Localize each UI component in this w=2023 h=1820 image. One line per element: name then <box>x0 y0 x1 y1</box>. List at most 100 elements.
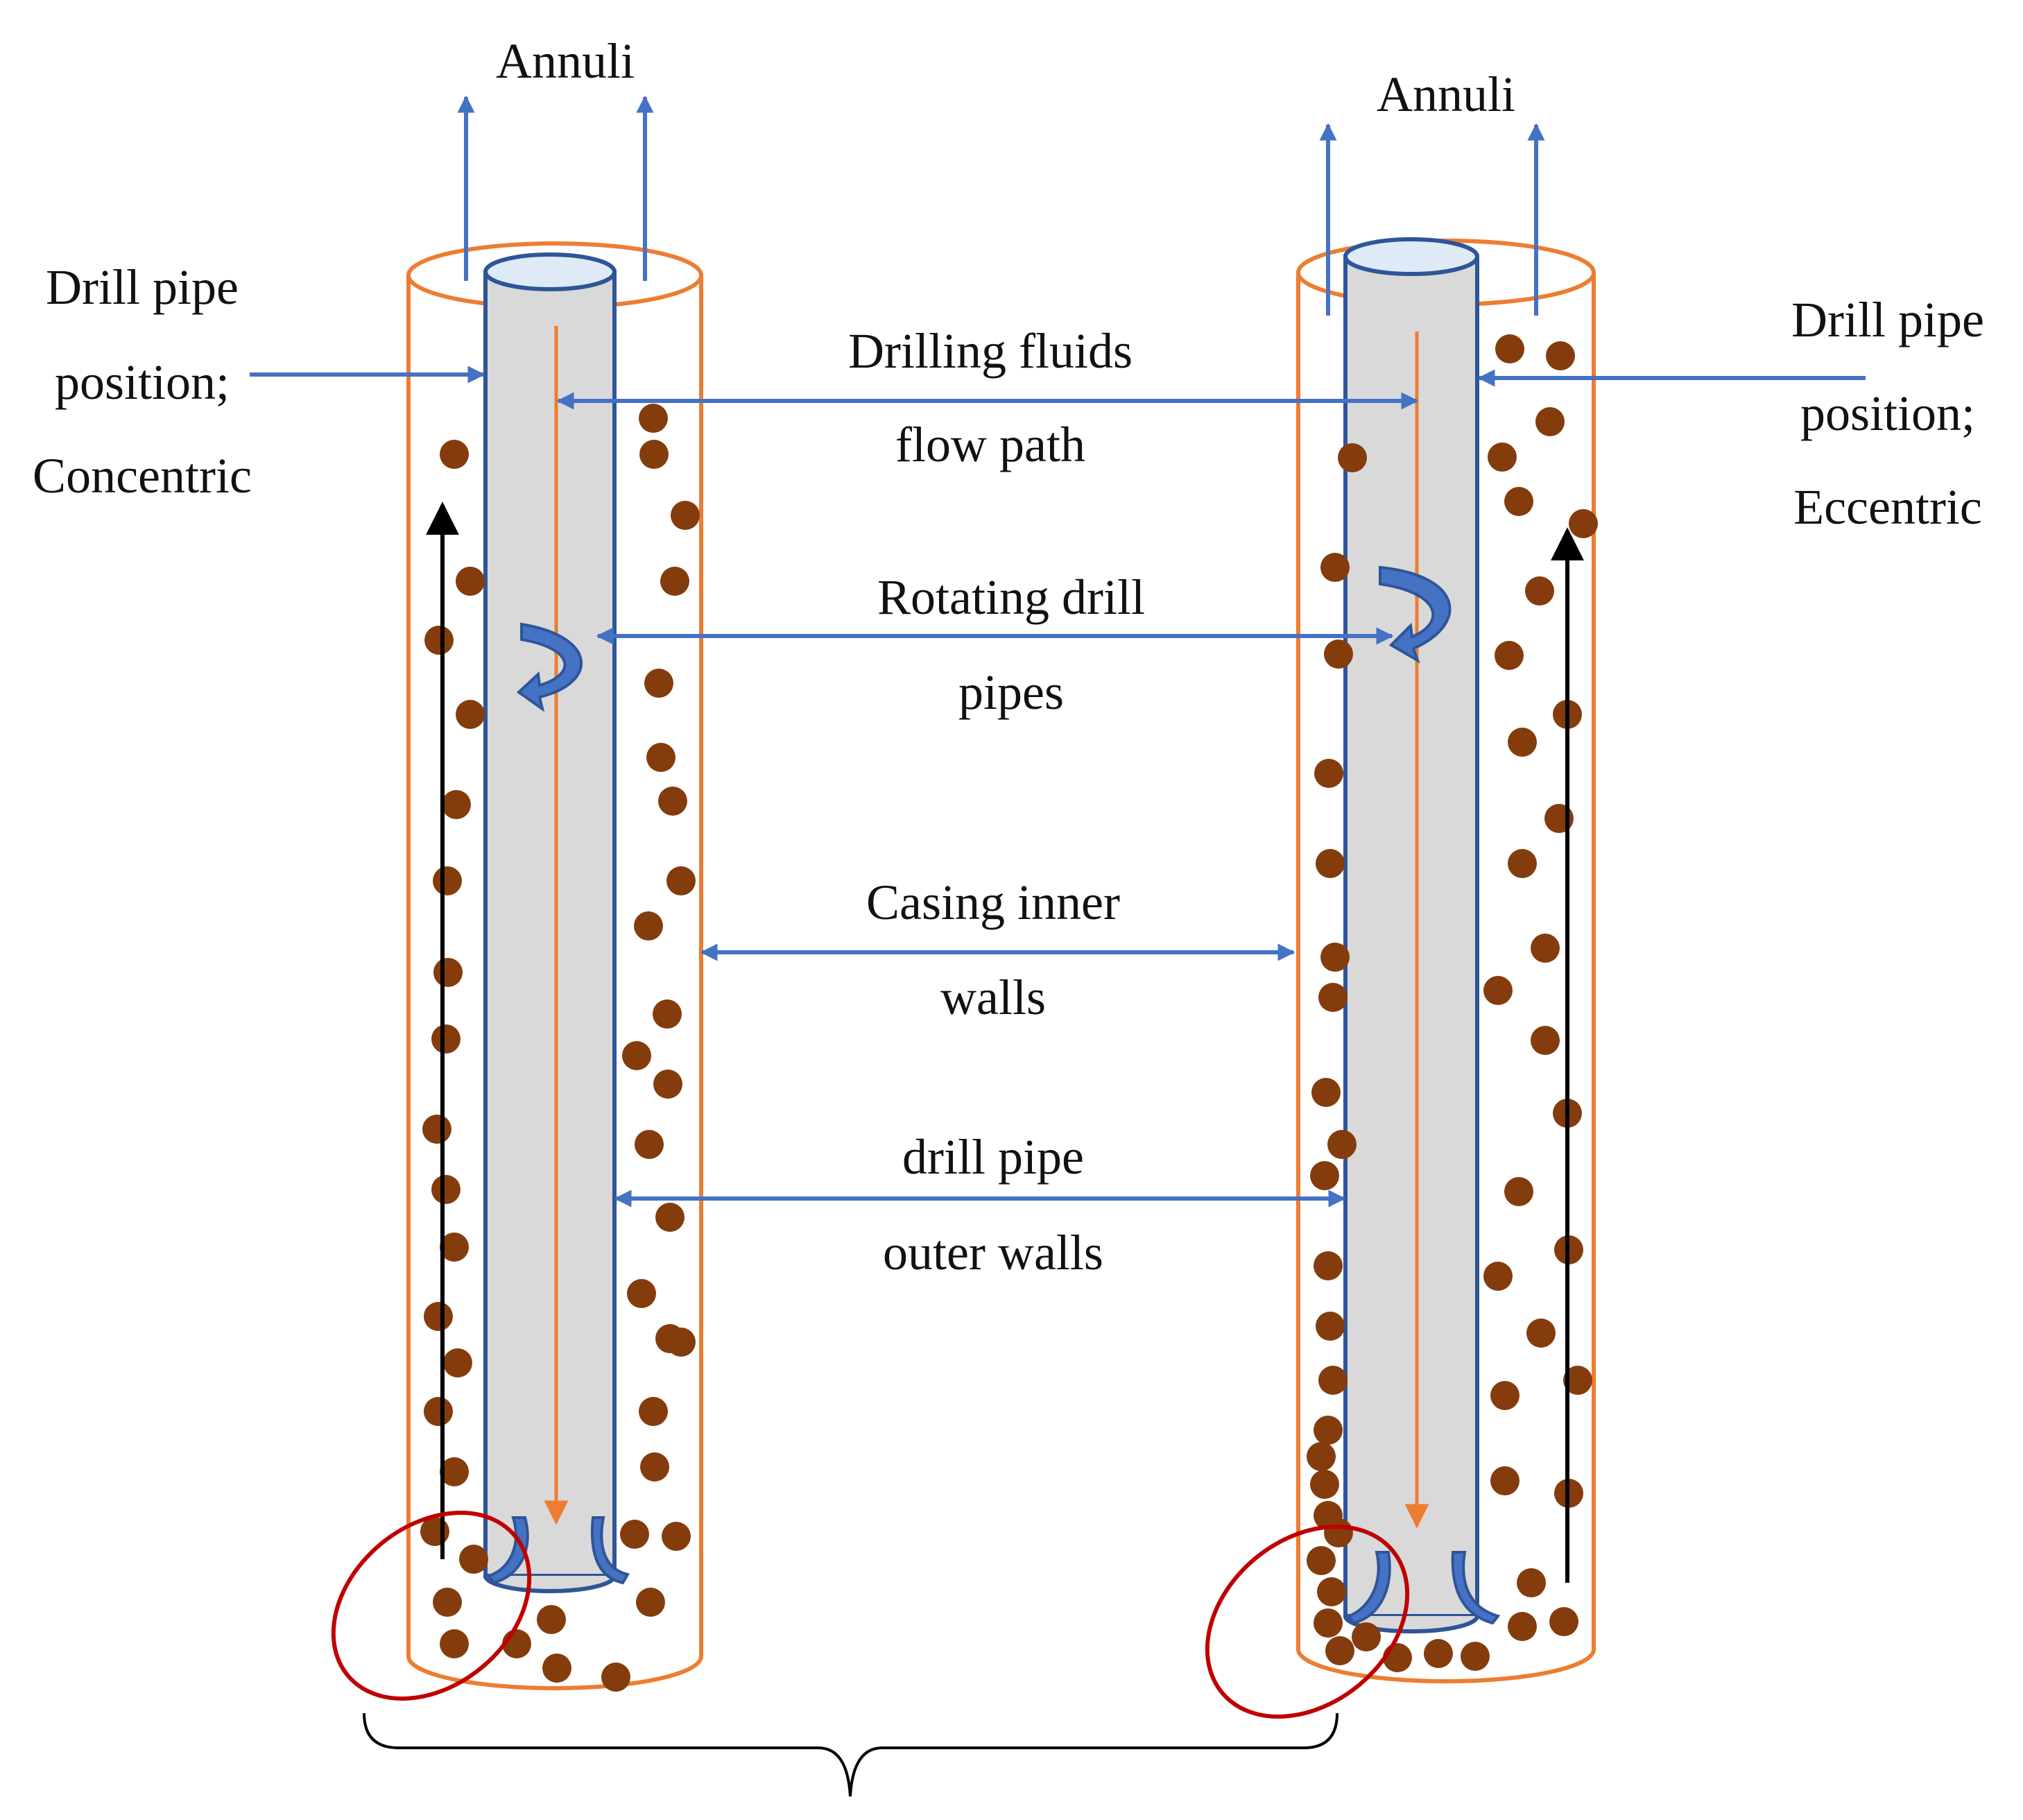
cutting-particle-icon <box>1317 1577 1346 1606</box>
cutting-particle-icon <box>1483 1262 1513 1291</box>
cutting-particle-icon <box>1383 1643 1412 1672</box>
flow-path-label-line2: flow path <box>895 417 1085 472</box>
left-wellbore <box>406 241 703 1690</box>
cutting-particle-icon <box>456 567 485 596</box>
cutting-particle-icon <box>1307 1442 1336 1471</box>
cutting-particle-icon <box>1525 576 1554 606</box>
cutting-particle-icon <box>1517 1568 1546 1597</box>
cutting-particle-icon <box>433 1588 462 1617</box>
cutting-particle-icon <box>1508 1612 1537 1641</box>
cutting-particle-icon <box>1324 639 1353 669</box>
annuli-label-right: Annuli <box>1377 67 1515 122</box>
cutting-particle-icon <box>1569 509 1598 538</box>
cutting-particle-icon <box>1535 407 1565 436</box>
cutting-particle-icon <box>456 700 485 729</box>
cutting-particle-icon <box>1526 1319 1556 1348</box>
bottom-brace <box>363 1712 1338 1797</box>
cutting-particle-icon <box>636 1588 665 1617</box>
cutting-particle-icon <box>1318 1366 1348 1395</box>
cutting-particle-icon <box>1563 1366 1592 1395</box>
casing-walls-label-line2: walls <box>940 970 1046 1025</box>
cutting-particle-icon <box>1314 1251 1343 1280</box>
cutting-particle-icon <box>1504 1177 1533 1206</box>
cutting-particle-icon <box>635 1130 664 1159</box>
left-bit-deflectors <box>486 1516 630 1585</box>
cutting-particle-icon <box>440 1457 469 1486</box>
cutting-particle-icon <box>1314 1608 1343 1638</box>
cutting-particle-icon <box>1318 983 1348 1012</box>
right-wellbore <box>1296 237 1596 1683</box>
left-highlight-circle <box>331 1511 532 1701</box>
cutting-particle-icon <box>640 1452 669 1482</box>
cutting-particle-icon <box>1483 976 1513 1005</box>
cutting-particle-icon <box>1461 1642 1490 1671</box>
cutting-particle-icon <box>634 911 663 941</box>
cutting-particle-icon <box>440 1629 469 1658</box>
annuli-label-left: Annuli <box>496 33 635 89</box>
cutting-particle-icon <box>1316 849 1345 878</box>
cutting-particle-icon <box>1314 1416 1343 1445</box>
cutting-particle-icon <box>653 999 682 1029</box>
cutting-particle-icon <box>1488 443 1517 472</box>
right-highlight-circle <box>1205 1525 1410 1719</box>
cutting-particle-icon <box>627 1279 656 1308</box>
cutting-particle-icon <box>443 1348 472 1377</box>
cutting-particle-icon <box>1495 334 1524 363</box>
cutting-particle-icon <box>1504 487 1533 516</box>
eccentric-label-line3: Eccentric <box>1793 479 1982 535</box>
cutting-particle-icon <box>1320 943 1350 972</box>
cutting-particle-icon <box>646 743 675 772</box>
cutting-particle-icon <box>639 440 669 469</box>
cutting-particle-icon <box>1310 1161 1339 1190</box>
cutting-particle-icon <box>671 501 700 530</box>
cutting-particle-icon <box>1508 728 1537 757</box>
flow-path-label-line1: Drilling fluids <box>848 323 1133 379</box>
cutting-particle-icon <box>639 1397 668 1426</box>
rotating-pipes-label-line1: Rotating drill <box>877 569 1145 625</box>
curved-rotation-arrow-icon <box>516 622 583 712</box>
cutting-particle-icon <box>1316 1312 1345 1341</box>
cutting-particle-icon <box>662 1522 691 1551</box>
right-drill-pipe <box>1343 237 1479 1633</box>
eccentric-label-line1: Drill pipe <box>1791 292 1984 347</box>
cutting-particle-icon <box>1314 759 1343 788</box>
cutting-particle-icon <box>1495 641 1524 670</box>
cutting-particle-icon <box>666 866 696 895</box>
cutting-particle-icon <box>1307 1546 1336 1575</box>
cutting-particle-icon <box>622 1041 651 1070</box>
cutting-particle-icon <box>424 626 454 655</box>
eccentric-label-line2: position; <box>1800 386 1975 441</box>
cutting-particle-icon <box>1531 934 1560 963</box>
cutting-particle-icon <box>1549 1607 1578 1636</box>
cutting-particle-icon <box>644 669 673 698</box>
curved-rotation-arrow-icon <box>1379 565 1452 664</box>
cutting-particle-icon <box>431 1175 460 1204</box>
cutting-particle-icon <box>1490 1381 1520 1410</box>
cutting-particle-icon <box>459 1545 488 1574</box>
cutting-particle-icon <box>1508 849 1537 878</box>
cutting-particle-icon <box>1325 1636 1354 1665</box>
annuli-arrows <box>457 95 1545 316</box>
feature-pointer-arrows <box>250 366 1866 1208</box>
cutting-particle-icon <box>666 1328 696 1357</box>
cutting-particle-icon <box>542 1654 571 1683</box>
left-cuttings <box>420 404 700 1692</box>
cutting-particle-icon <box>1546 341 1575 370</box>
cutting-particle-icon <box>537 1605 566 1634</box>
cutting-particle-icon <box>620 1520 649 1549</box>
casing-walls-label-line1: Casing inner <box>866 875 1120 930</box>
cutting-particle-icon <box>1310 1470 1339 1499</box>
right-bit-deflectors <box>1346 1551 1501 1625</box>
cutting-particle-icon <box>440 1233 469 1262</box>
cutting-particle-icon <box>1311 1078 1341 1107</box>
concentric-label-line2: position; <box>55 354 230 410</box>
cutting-particle-icon <box>422 1115 451 1144</box>
cutting-particle-icon <box>424 1302 453 1331</box>
cutting-particle-icon <box>1324 1518 1353 1547</box>
cutting-particle-icon <box>655 1203 685 1232</box>
cutting-particle-icon <box>1338 443 1367 472</box>
cutting-particle-icon <box>601 1663 630 1692</box>
cutting-particle-icon <box>653 1070 682 1099</box>
cutting-particle-icon <box>1490 1466 1520 1495</box>
